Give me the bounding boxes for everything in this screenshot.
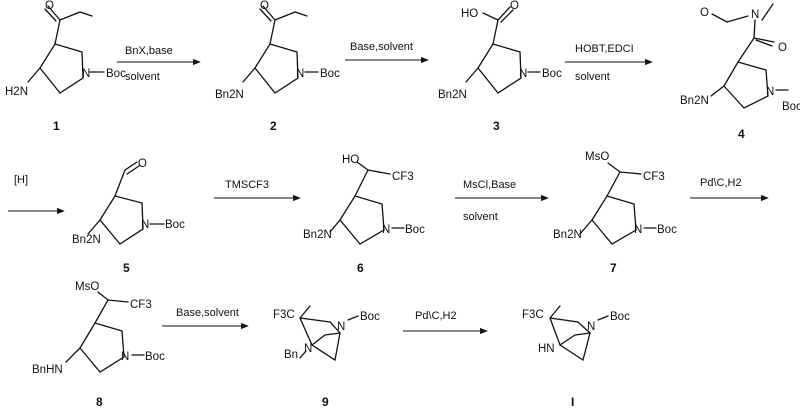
compound-8-structure	[65, 291, 145, 373]
compound-5-structure	[87, 161, 165, 245]
compound-9-number: 9	[322, 395, 329, 409]
compound-4-carbonyl-oxygen-label: O	[778, 42, 787, 54]
compound-2-structure	[242, 5, 319, 94]
reaction-arrow-2: Base,solvent	[345, 41, 429, 64]
compound-6: HO CF3 Bn2N N Boc 6	[303, 154, 425, 275]
compound-7-nitrogen-label: N	[634, 224, 642, 236]
compound-I-structure	[549, 305, 609, 362]
arrow-2-reagent: Base,solvent	[350, 41, 413, 53]
compound-2-nitrogen-label: N	[296, 68, 304, 80]
compound-4-structure	[710, 3, 789, 109]
compound-7-boc-label: Boc	[657, 224, 677, 236]
compound-I-amine-label: HN	[538, 343, 555, 355]
compound-7-number: 7	[610, 261, 617, 275]
compound-4-boc-label: Boc	[782, 101, 800, 113]
compound-9-amine-nitrogen-label: N	[304, 343, 312, 355]
compound-1-boc-label: Boc	[106, 68, 126, 80]
compound-8-nitrogen-label: N	[121, 351, 129, 363]
compound-9-bridge-nitrogen-label: N	[337, 321, 345, 333]
compound-9-benzyl-label: Bn	[284, 349, 298, 361]
compound-7-mesylate-label: MsO	[585, 151, 609, 163]
compound-5-boc-label: Boc	[165, 219, 185, 231]
compound-4-nitrogen-label: N	[766, 86, 774, 98]
compound-7-structure	[579, 162, 657, 245]
compound-I: F3C N Boc HN I	[522, 305, 630, 409]
compound-8-mesylate-label: MsO	[75, 281, 99, 293]
compound-7-trifluoromethyl-label: CF3	[643, 171, 665, 183]
compound-8-trifluoromethyl-label: CF3	[130, 299, 152, 311]
compound-6-structure	[329, 161, 405, 245]
compound-3-oxygen-label: O	[510, 0, 519, 12]
compound-5-nitrogen-label: N	[141, 219, 149, 231]
arrow-6-reagent: MsCl,Base	[463, 179, 516, 191]
compound-9: F3C N Boc Bn N 9	[273, 305, 380, 409]
compound-I-boc-label: Boc	[610, 311, 630, 323]
compound-1-oxygen-label: O	[45, 0, 54, 12]
arrow-6-solvent: solvent	[463, 211, 498, 223]
compound-3-hydroxyl-label: HO	[461, 8, 478, 20]
reaction-arrow-7: Pd\C,H2	[690, 177, 769, 202]
compound-1-number: 1	[53, 119, 60, 133]
reaction-arrow-4: [H]	[8, 174, 65, 215]
compound-7-amine-label: Bn2N	[553, 229, 582, 241]
compound-8: MsO CF3 BnHN N Boc 8	[32, 281, 165, 409]
reaction-arrow-1: BnX,base solvent	[117, 45, 201, 83]
compound-6-nitrogen-label: N	[382, 224, 390, 236]
compound-3-number: 3	[493, 119, 500, 133]
arrow-9-reagent: Pd\C,H2	[415, 310, 457, 322]
compound-2-amine-label: Bn2N	[215, 89, 244, 101]
reaction-arrow-8: Base,solvent	[162, 307, 249, 330]
compound-6-trifluoromethyl-label: CF3	[392, 171, 414, 183]
compound-1-amine-label: H2N	[5, 86, 28, 98]
arrow-5-reagent: TMSCF3	[225, 179, 269, 191]
compound-3-nitrogen-label: N	[519, 68, 527, 80]
compound-8-number: 8	[96, 395, 103, 409]
reaction-arrow-9: Pd\C,H2	[403, 310, 488, 335]
compound-5-number: 5	[123, 261, 130, 275]
arrow-3-reagent: HOBT,EDCI	[575, 43, 634, 55]
arrow-1-reagent: BnX,base	[125, 45, 173, 57]
arrow-3-solvent: solvent	[575, 71, 610, 83]
arrow-4-reagent: [H]	[14, 174, 28, 186]
compound-4: O N O Bn2N N Boc 4	[680, 3, 800, 141]
compound-1: O H2N N Boc 1	[5, 0, 126, 133]
compound-2-number: 2	[270, 119, 277, 133]
compound-6-amine-label: Bn2N	[303, 229, 332, 241]
compound-5-aldehyde-oxygen-label: O	[138, 158, 147, 170]
compound-3: HO O Bn2N N Boc 3	[438, 0, 562, 133]
compound-4-methoxy-oxygen-label: O	[700, 7, 709, 19]
compound-5: O Bn2N N Boc 5	[72, 158, 185, 275]
compound-4-number: 4	[738, 127, 745, 141]
reaction-arrow-5: TMSCF3	[214, 179, 301, 202]
compound-9-boc-label: Boc	[360, 311, 380, 323]
compound-2: O Bn2N N Boc 2	[215, 0, 340, 133]
compound-1-structure	[27, 5, 105, 94]
compound-2-oxygen-label: O	[260, 0, 269, 12]
compound-8-amine-label: BnHN	[32, 364, 63, 376]
reaction-arrow-3: HOBT,EDCI solvent	[565, 43, 653, 83]
compound-5-amine-label: Bn2N	[72, 234, 101, 246]
compound-3-structure	[465, 6, 541, 94]
arrow-7-reagent: Pd\C,H2	[700, 177, 742, 189]
compound-4-amine-label: Bn2N	[680, 95, 709, 107]
arrow-8-reagent: Base,solvent	[176, 307, 239, 319]
compound-6-number: 6	[357, 261, 364, 275]
reaction-arrow-6: MsCl,Base solvent	[455, 179, 549, 223]
compound-9-trifluoromethyl-label: F3C	[273, 309, 295, 321]
compound-6-hydroxyl-label: HO	[342, 154, 359, 166]
compound-I-bridge-nitrogen-label: N	[587, 321, 595, 333]
compound-4-amide-nitrogen-label: N	[751, 9, 759, 21]
compound-1-nitrogen-label: N	[82, 68, 90, 80]
compound-I-trifluoromethyl-label: F3C	[522, 309, 544, 321]
compound-I-number: I	[571, 395, 574, 409]
compound-7: MsO CF3 Bn2N N Boc 7	[553, 151, 677, 275]
compound-3-amine-label: Bn2N	[438, 89, 467, 101]
compound-6-boc-label: Boc	[405, 224, 425, 236]
arrow-1-solvent: solvent	[125, 71, 160, 83]
compound-9-structure	[299, 305, 359, 362]
compound-3-boc-label: Boc	[542, 68, 562, 80]
compound-2-boc-label: Boc	[320, 68, 340, 80]
compound-8-boc-label: Boc	[145, 351, 165, 363]
